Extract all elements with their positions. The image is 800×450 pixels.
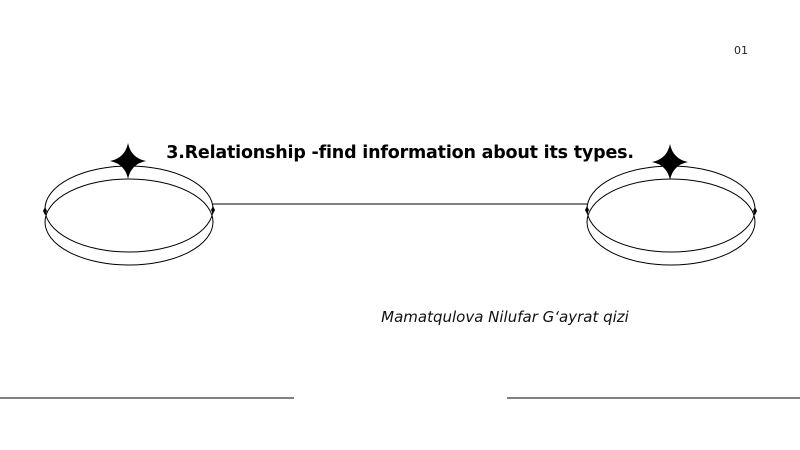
left-ring-graphic xyxy=(44,165,214,266)
author-name: Mamatqulova Nilufar G‘ayrat qizi xyxy=(381,308,629,326)
slide-title: 3.Relationship -find information about i… xyxy=(166,143,634,163)
right-ring-graphic xyxy=(586,165,756,266)
left-star-icon xyxy=(110,143,146,179)
left-ring-inner-marker-icon xyxy=(211,206,215,214)
left-ring-marker-icon xyxy=(43,207,47,215)
right-star-icon xyxy=(652,144,688,180)
right-ring-marker-icon xyxy=(585,206,589,214)
right-ring-outer-marker-icon xyxy=(753,207,757,215)
page-number: 01 xyxy=(734,44,748,57)
